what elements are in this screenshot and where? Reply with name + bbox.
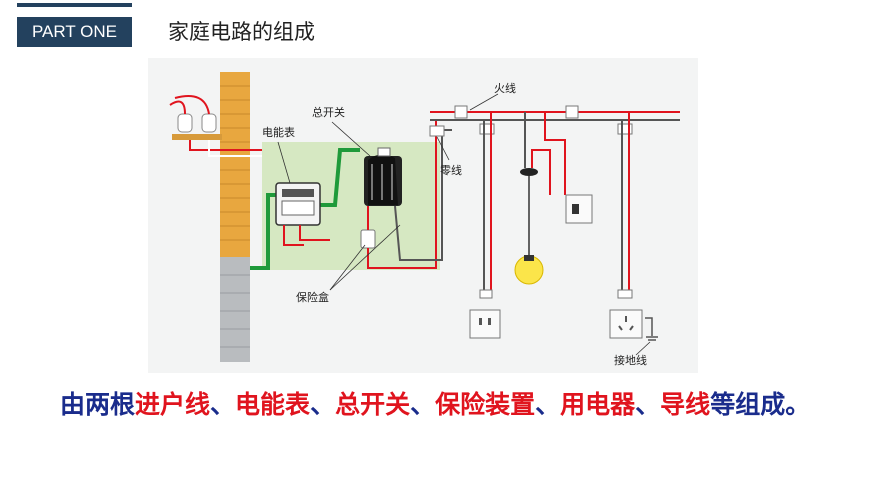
socket-right-grounded	[609, 112, 658, 341]
caption-separator: 、	[535, 390, 561, 419]
caption-prefix: 由两根	[60, 390, 136, 419]
lamp	[514, 112, 593, 285]
brick-wall	[220, 72, 250, 362]
caption-item-wire: 导线	[660, 390, 711, 419]
caption-item-main-switch: 总开关	[335, 390, 411, 419]
caption-item-appliance: 用电器	[560, 390, 636, 419]
caption-separator: 、	[310, 390, 336, 419]
insulators	[169, 95, 222, 140]
main-switch	[364, 147, 402, 206]
label-ground-wire: 接地线	[614, 353, 647, 367]
summary-caption: 由两根进户线、电能表、总开关、保险装置、用电器、导线等组成。	[60, 386, 820, 423]
socket-left	[469, 112, 501, 339]
caption-item-meter: 电能表	[235, 390, 311, 419]
label-main-switch: 总开关	[312, 105, 345, 119]
label-fuse-box: 保险盒	[296, 290, 329, 304]
electric-meter	[275, 182, 330, 246]
label-live-wire: 火线	[494, 81, 516, 95]
caption-separator: 、	[210, 390, 236, 419]
caption-separator: 、	[410, 390, 436, 419]
caption-item-entry-line: 进户线	[135, 390, 211, 419]
label-neutral-wire: 零线	[440, 163, 462, 177]
header-accent-line	[17, 3, 132, 7]
page-title: 家庭电路的组成	[168, 20, 315, 44]
label-meter: 电能表	[262, 125, 295, 139]
section-badge: PART ONE	[17, 17, 132, 47]
caption-separator: 、	[635, 390, 661, 419]
caption-suffix: 等组成。	[710, 390, 811, 419]
caption-item-fuse: 保险装置	[435, 390, 536, 419]
